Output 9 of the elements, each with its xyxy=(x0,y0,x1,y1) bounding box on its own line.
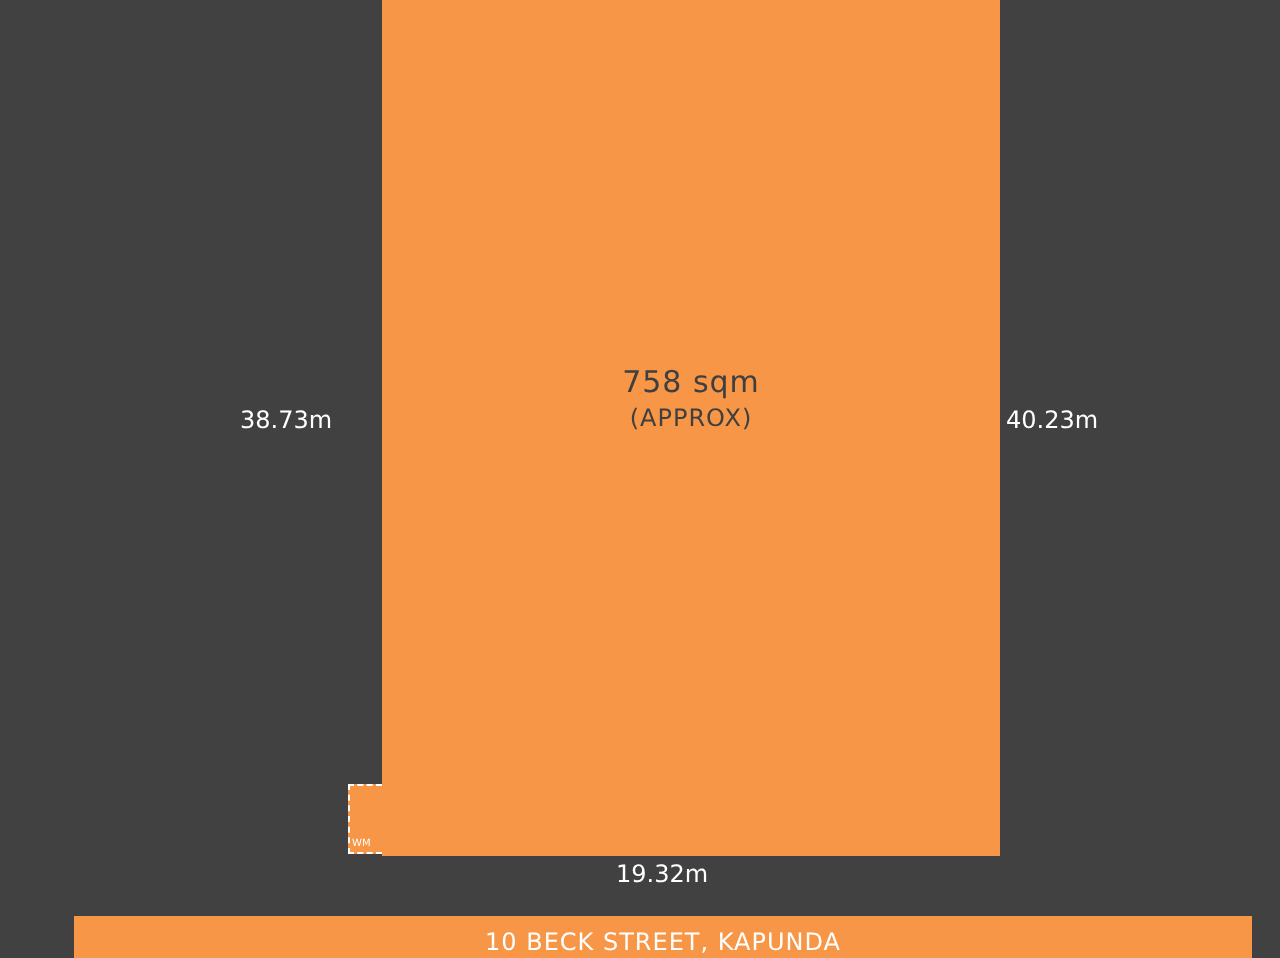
street-band xyxy=(74,916,1252,958)
dimension-label: 40.23m xyxy=(1006,406,1099,434)
area-value: 758 sqm xyxy=(620,364,762,400)
approx-note: (APPROX) xyxy=(627,404,755,432)
water-meter-area xyxy=(348,784,382,854)
street-address: 10 BECK STREET, KAPUNDA xyxy=(483,928,843,956)
dimension-label: 38.73m xyxy=(240,406,333,434)
land-lot xyxy=(382,0,1000,856)
dimension-label: 19.32m xyxy=(616,860,709,888)
